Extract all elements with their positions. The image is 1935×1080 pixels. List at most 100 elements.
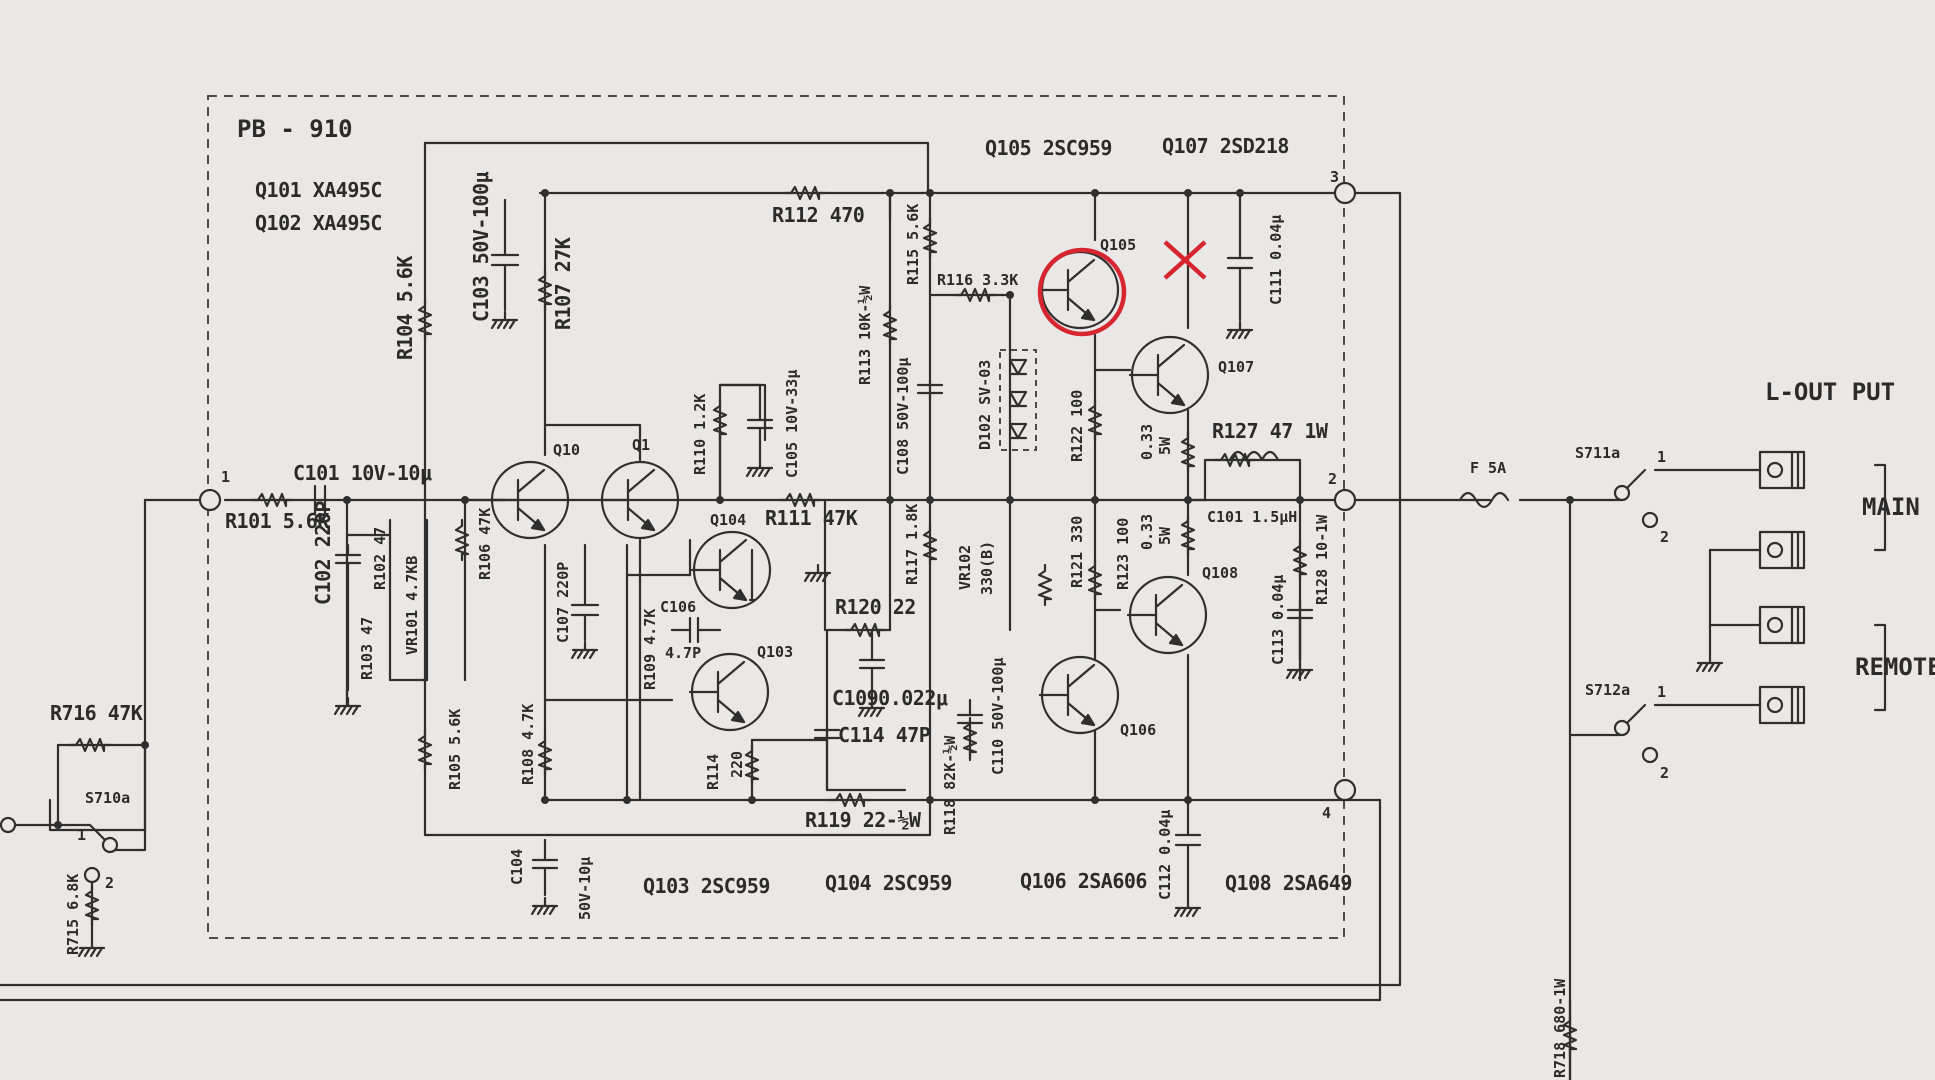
r124-rating: 5W: [1156, 436, 1174, 455]
c107-label: C107 220P: [554, 562, 572, 643]
c106-value: 4.7P: [665, 644, 701, 662]
s712-pos-2: 2: [1660, 764, 1669, 782]
s710-pos-1: 1: [77, 826, 86, 844]
c105-label: C105 10V-33μ: [783, 370, 801, 478]
output-jacks: [1758, 450, 1887, 725]
r127-label: R127 47 1W: [1212, 419, 1329, 443]
c103-label: C103 50V-100μ: [469, 172, 493, 322]
terminal-3-number: 3: [1330, 168, 1339, 186]
r116-label: R116 3.3K: [937, 271, 1018, 289]
highlight-circle-q105: [1037, 247, 1127, 337]
q108-tag: Q108: [1202, 564, 1238, 582]
s710-label: S710a: [85, 789, 130, 807]
r102-label: R102 47: [371, 527, 389, 590]
r120-label: R120 22: [835, 595, 916, 619]
r101-label: R101 5.6K: [225, 509, 329, 533]
q101-label: Q101 XA495C: [255, 178, 382, 202]
q104-symbol: [690, 530, 772, 610]
q104-tag: Q104: [710, 511, 746, 529]
r125-label: 0.33: [1138, 514, 1156, 550]
r103-label: R103 47: [358, 617, 376, 680]
fuse-label: F 5A: [1470, 459, 1506, 477]
r115-label: R115 5.6K: [904, 204, 922, 285]
c110-label: C110 50V-100μ: [989, 658, 1007, 775]
fuse-symbol: [1458, 491, 1510, 509]
terminal-numbers: 1 2 3 4 1 2 1 2 1 2: [77, 168, 1669, 892]
r118-label: R118 82K-½W: [941, 735, 959, 835]
q107-symbol: [1128, 335, 1210, 415]
resistors: [68, 185, 1578, 1057]
c108-label: C108 50V-100μ: [894, 358, 912, 475]
c104-label: C104: [508, 849, 526, 885]
r105-label: R105 5.6K: [446, 709, 464, 790]
c106-label: C106: [660, 598, 696, 616]
r114-label: R114: [704, 754, 722, 790]
c101-label: C101 10V-10μ: [293, 461, 432, 485]
board-outline: [207, 95, 1345, 939]
q106-tag: Q106: [1120, 721, 1156, 739]
r123-label: R123 100: [1114, 518, 1132, 590]
terminal-1-number: 1: [221, 468, 230, 486]
transistor-tags: Q10 Q1 Q104 Q103 Q105 Q107 Q108 Q106: [553, 236, 1254, 739]
capacitors: [334, 198, 1314, 897]
q103-type-label: Q103 2SC959: [643, 874, 770, 898]
r114-value: 220: [728, 751, 746, 778]
r121-label: R121 330: [1068, 516, 1086, 588]
s712-label: S712a: [1585, 681, 1630, 699]
d102-label: D102 SV-03: [976, 360, 994, 450]
r125-rating: 5W: [1156, 526, 1174, 545]
r124-label: 0.33: [1138, 424, 1156, 460]
transistor-symbols: [488, 250, 1210, 735]
output-labels: L-OUT PUT MAIN REMOTE: [1765, 378, 1935, 681]
c104-value: 50V-10μ: [576, 857, 594, 920]
s711-pos-2: 2: [1660, 528, 1669, 546]
r111-label: R111 47K: [765, 506, 858, 530]
r122-label: R122 100: [1068, 390, 1086, 462]
r117-label: R117 1.8K: [903, 504, 921, 585]
q10-tag: Q10: [553, 441, 580, 459]
r104-label: R104 5.6K: [393, 256, 417, 360]
s711-label: S711a: [1575, 444, 1620, 462]
q108-type-label: Q108 2SA649: [1225, 871, 1352, 895]
r113-label: R113 10K-½W: [856, 285, 874, 385]
q104-type-label: Q104 2SC959: [825, 871, 952, 895]
output-title: L-OUT PUT: [1765, 378, 1895, 406]
r108-label: R108 4.7K: [519, 704, 537, 785]
diode-string: [999, 349, 1037, 451]
r716-label: R716 47K: [50, 701, 143, 725]
vr102-value: 330(B): [978, 541, 996, 595]
q108-symbol: [1126, 575, 1208, 655]
s710-pos-2: 2: [105, 874, 114, 892]
q106-type-label: Q106 2SA606: [1020, 869, 1147, 893]
inductor: [1228, 450, 1280, 462]
board-labels: PB - 910 Q101 XA495C Q102 XA495C Q105 2S…: [237, 115, 1352, 898]
terminal-4-number: 4: [1322, 804, 1331, 822]
c112-label: C112 0.04μ: [1156, 810, 1174, 900]
c101b-label: C101 1.5μH: [1207, 508, 1297, 526]
q107-tag: Q107: [1218, 358, 1254, 376]
cross-mark: [1163, 240, 1207, 280]
q1-tag: Q1: [632, 436, 650, 454]
c113-label: C113 0.04μ: [1269, 575, 1287, 665]
c109-label: C1090.022μ: [832, 686, 948, 710]
s712-pos-1: 1: [1657, 683, 1666, 701]
vr102-label: VR102: [956, 545, 974, 590]
s711-pos-1: 1: [1657, 448, 1666, 466]
q103-symbol: [688, 652, 770, 732]
terminals: [0, 181, 1659, 884]
r119-label: R119 22-½W: [805, 808, 922, 832]
r128-label: R128 10-1W: [1313, 514, 1331, 605]
component-labels: R101 5.6K C101 10V-10μ C102 220P R102 47…: [50, 172, 1630, 1078]
r107-label: R107 27K: [551, 237, 575, 330]
main-label: MAIN: [1862, 493, 1920, 521]
remote-label: REMOTE: [1855, 653, 1935, 681]
junction-dots: [54, 189, 1574, 829]
c114-label: C114 47P: [838, 723, 931, 747]
c102-label: C102 220P: [311, 501, 335, 605]
r106-label: R106 47K: [476, 508, 494, 580]
q105-tag: Q105: [1100, 236, 1136, 254]
r718-label: R718 680-1W: [1551, 978, 1569, 1078]
r112-label: R112 470: [772, 203, 864, 227]
q105-type-label: Q105 2SC959: [985, 136, 1112, 160]
r715-label: R715 6.8K: [64, 874, 82, 955]
